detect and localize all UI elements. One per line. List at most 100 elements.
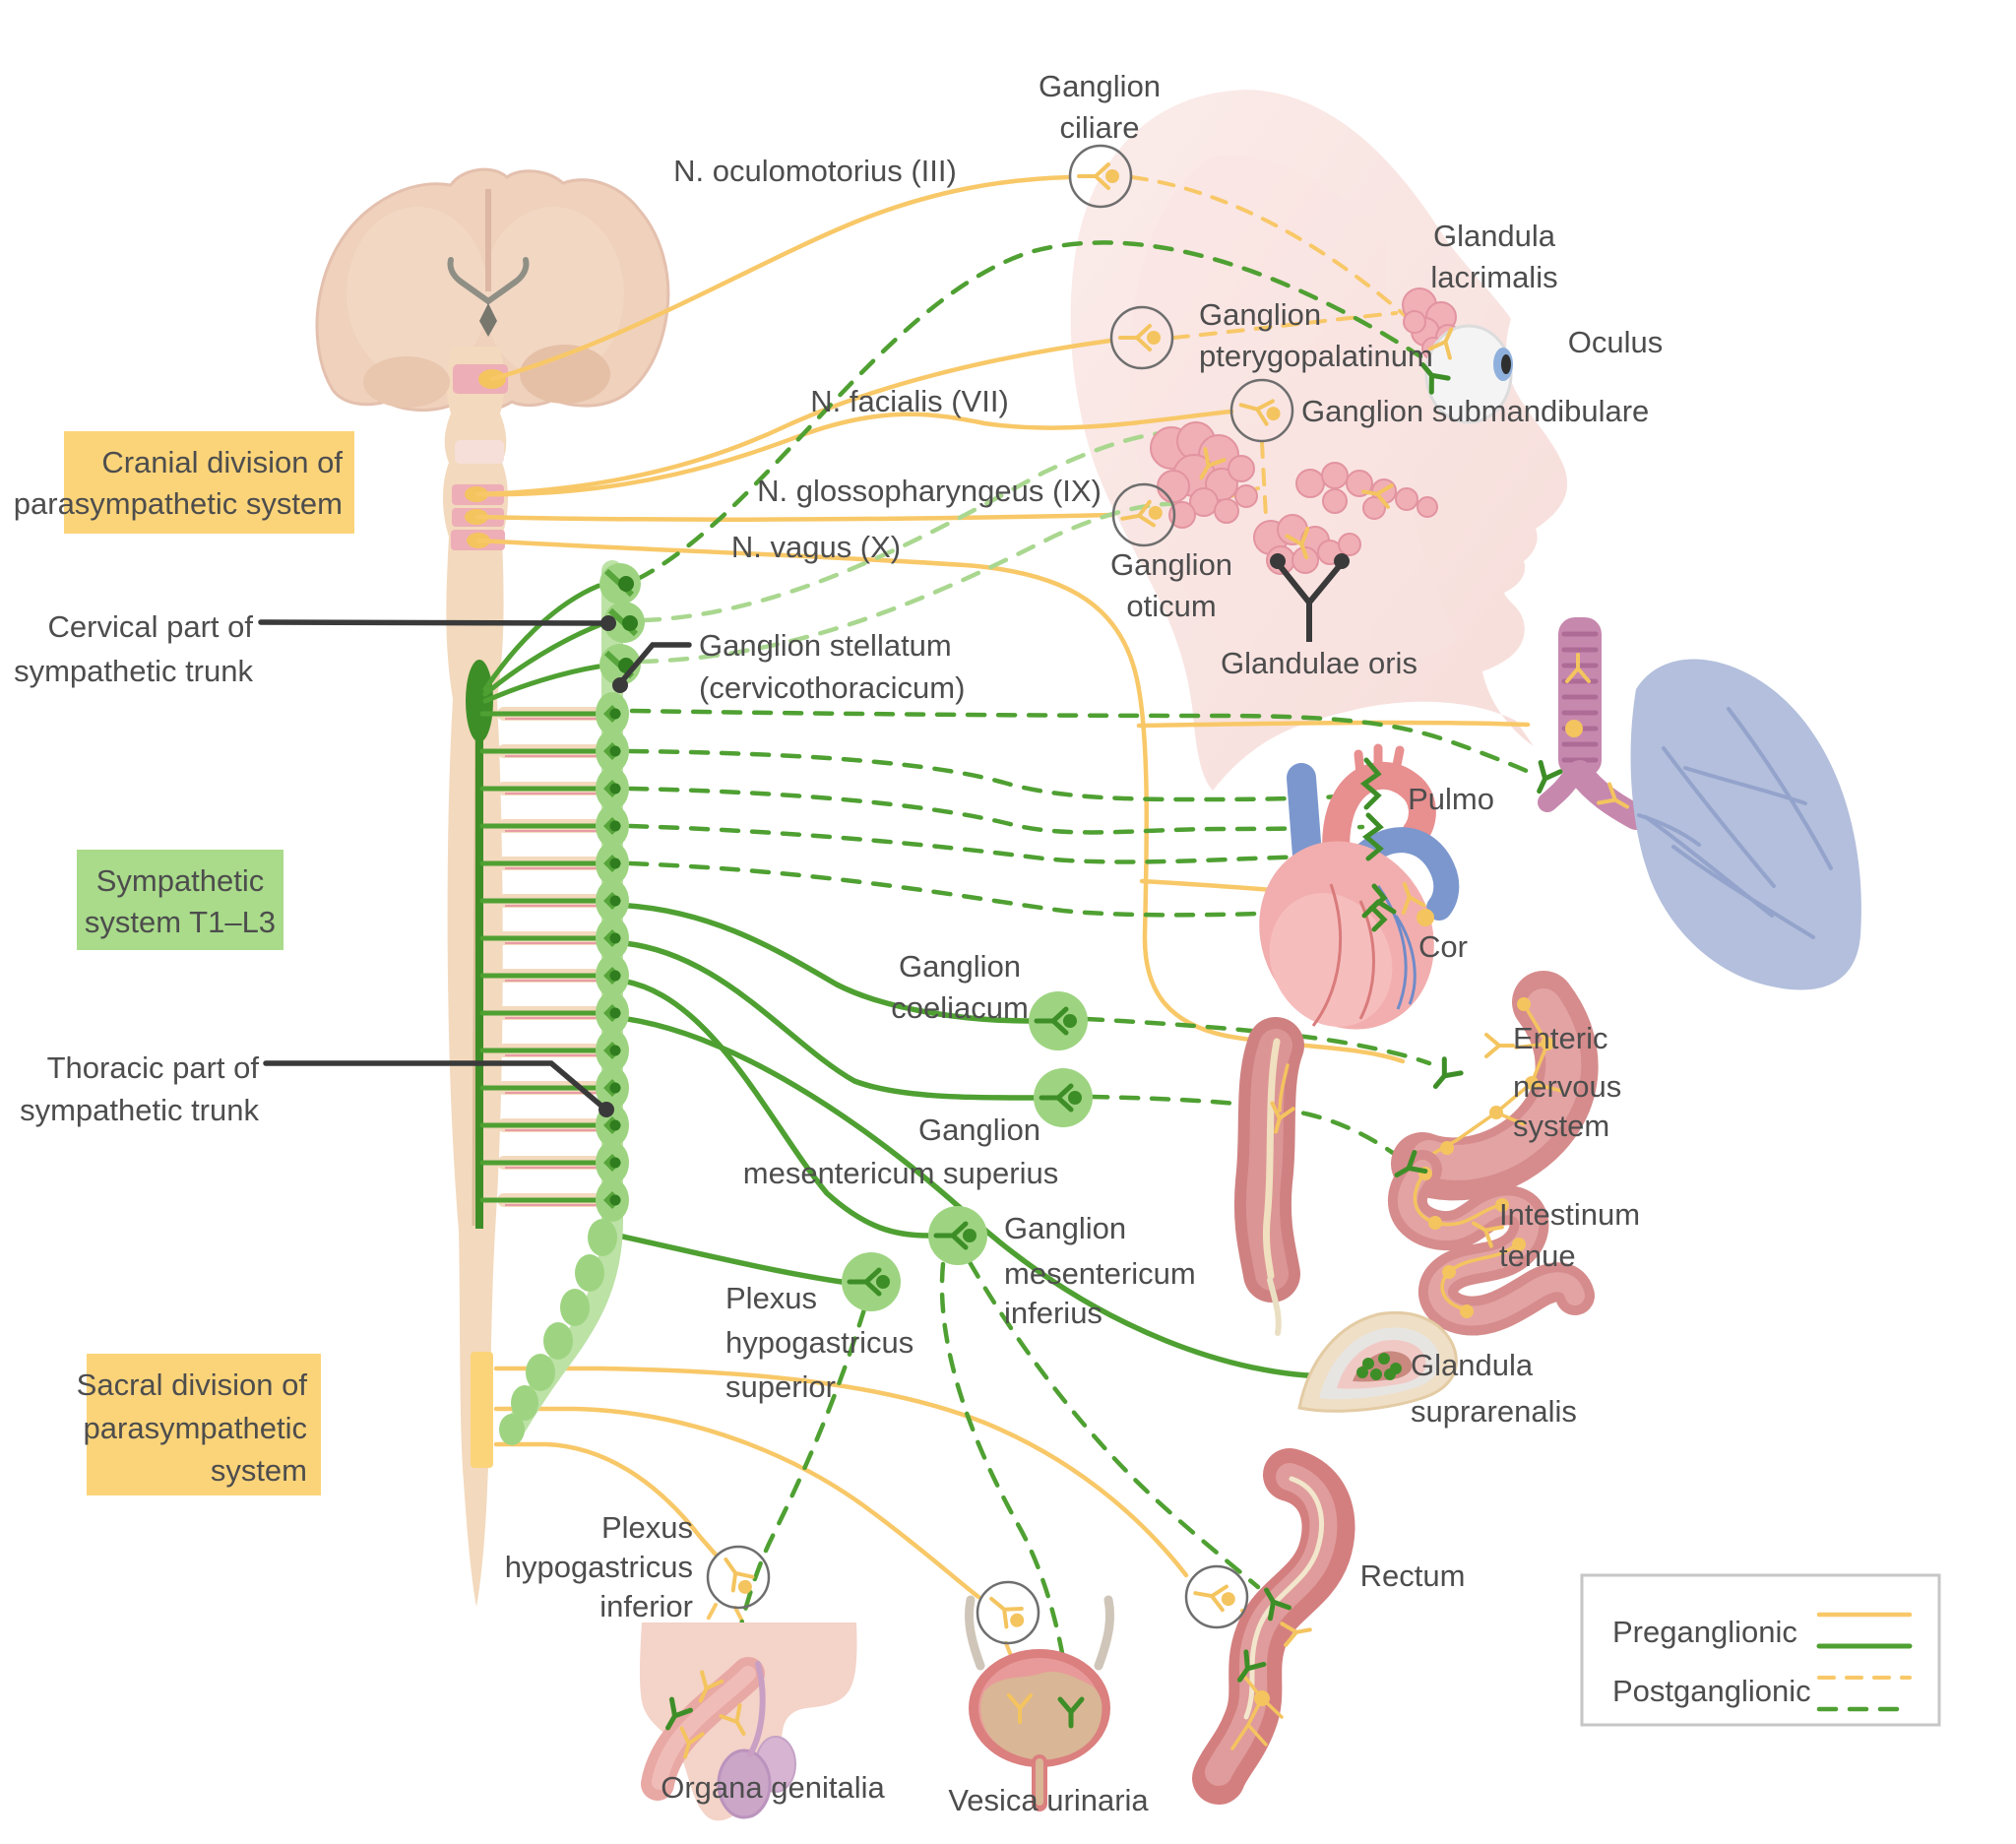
ganglion-coeliacum-node [1029,991,1088,1050]
glandulae-oris-pointer [1270,553,1350,642]
n-facialis-fiber-pterygopalatinum [474,338,1113,497]
label-ganglion-oticum-1: Ganglion [1110,547,1232,582]
pupil [1501,354,1511,374]
ganglion-submandibulare-node [1229,378,1294,443]
n-vagus-fiber [475,538,1406,1064]
label-cor: Cor [1418,929,1468,964]
chain-ganglion-marks [603,705,621,1209]
label-ganglion-ciliare-1: Ganglion [1039,69,1161,103]
cranial-division-box: Cranial division of parasympathetic syst… [14,431,354,534]
label-suprarenalis-2: suprarenalis [1411,1394,1577,1429]
rectal-plexus-node [1184,1564,1249,1629]
label-pulmo: Pulmo [1408,782,1494,816]
labels: Ganglion ciliare N. oculomotorius (III) … [14,69,1663,1817]
label-plexus-superior-2: hypogastricus [725,1325,914,1360]
label-cervical-part-1: Cervical part of [48,609,254,644]
label-vesica-urinaria: Vesica urinaria [948,1783,1149,1817]
pelvic-splanchnic-2 [493,1406,981,1600]
label-ganglion-submandibulare: Ganglion submandibulare [1301,394,1649,428]
legend: Preganglionic Postganglionic [1580,1573,1941,1727]
sacral-nucleus [471,1352,493,1468]
label-mes-inferius-2: mesentericum [1004,1256,1196,1291]
oculus-organ [1415,322,1513,424]
ganglion-ciliare-node [1068,144,1133,209]
plexus-hypogastricus-inferior-node [706,1545,771,1610]
label-mes-superius-1: Ganglion [918,1113,1040,1147]
cardiac-plexus-dot [1417,909,1434,926]
label-enteric-3: system [1513,1109,1609,1143]
stomach-organ [1391,971,1599,1201]
brain-ventricles [447,257,530,305]
glandula-suprarenalis-organ [1297,1310,1458,1413]
splanchnic-to-mes-inferius [609,977,931,1239]
label-oculus: Oculus [1568,325,1663,359]
label-ganglion-stellatum-2: (cervicothoracicum) [699,670,965,705]
ganglion-pterygopalatinum-node [1109,305,1174,370]
n-glossopharyngeus-fiber [474,512,1116,522]
plexus-hypogastricus-superior-node [842,1252,901,1311]
legend-postganglionic-label: Postganglionic [1612,1674,1811,1708]
sacral-box-line2: parasympathetic [84,1411,307,1445]
label-glandula-lacrimalis-2: lacrimalis [1430,260,1557,294]
label-n-glossopharyngeus: N. glossopharyngeus (IX) [757,474,1102,508]
label-ganglion-pterygopalatinum-1: Ganglion [1199,297,1321,332]
label-mes-inferius-1: Ganglion [1004,1211,1126,1245]
intestine-yellow-net [1413,1167,1526,1318]
pulmo-organ [1630,659,1861,990]
label-thoracic-part-1: Thoracic part of [47,1050,260,1085]
small-intestine-organ [1388,1152,1595,1336]
pulmonary-plexus-dot [1565,720,1583,737]
label-plexus-inferior-3: inferior [599,1589,693,1623]
label-mes-inferius-3: inferius [1004,1296,1102,1330]
label-ganglion-ciliare-2: ciliare [1060,110,1140,145]
label-enteric-2: nervous [1513,1069,1621,1104]
cranial-box-line2: parasympathetic system [14,486,343,521]
cor-organ [1259,743,1460,1030]
label-organa-genitalia: Organa genitalia [661,1770,885,1805]
splanchnic-to-adrenal [609,1014,1334,1379]
vagus-pulmonary-branch [1136,720,1531,729]
sympathetic-box-line2: system T1–L3 [85,905,276,939]
parasympathetic-preganglionic-fibers [474,174,1531,1600]
sympathetic-system-box: Sympathetic system T1–L3 [77,850,284,950]
legend-box [1580,1573,1941,1727]
organa-genitalia-organ [640,1622,857,1821]
label-glandulae-oris: Glandulae oris [1221,646,1418,680]
label-enteric-1: Enteric [1513,1021,1607,1055]
label-glandula-lacrimalis-1: Glandula [1433,219,1556,253]
stomach-green-ending [1427,1059,1461,1094]
label-plexus-superior-3: superior [725,1369,836,1404]
heart-green-endings [1359,757,1397,932]
rectum-yellow-net [1230,1617,1314,1750]
label-ganglion-stellatum-1: Ganglion stellatum [699,628,952,663]
label-ganglion-pterygopalatinum-2: pterygopalatinum [1199,339,1433,373]
label-n-vagus: N. vagus (X) [731,530,901,564]
pulmonary-artery [1346,827,1460,921]
legend-preganglionic-label: Preganglionic [1612,1615,1797,1649]
label-ganglion-coeliacum-1: Ganglion [899,949,1021,984]
spinal-nerve-roots [497,707,607,1207]
label-thoracic-part-2: sympathetic trunk [20,1093,259,1127]
vesical-plexus-node [976,1580,1040,1645]
label-intestinum-2: tenue [1499,1239,1576,1273]
label-rectum: Rectum [1360,1558,1466,1593]
label-n-oculomotorius: N. oculomotorius (III) [673,154,957,188]
lateral-horn [466,660,493,742]
label-intestinum-1: Intestinum [1499,1197,1640,1232]
aorta [1322,761,1436,875]
ganglion-mesentericum-superius-node [1034,1068,1093,1127]
leader-lines [258,615,692,1117]
brainstem-nuclei-bands [451,364,508,550]
label-mes-superius-2: mesentericum superius [743,1156,1058,1190]
enteric-yellow-net [1425,997,1563,1159]
label-plexus-inferior-1: Plexus [601,1510,693,1545]
label-plexus-inferior-2: hypogastricus [505,1550,693,1584]
splanchnic-to-mes-superius [609,939,1037,1101]
n-oculomotorius-fiber [489,174,1072,382]
label-ganglion-oticum-2: oticum [1126,589,1216,623]
trachea-organ [1530,617,1649,830]
sympathetic-chain [499,560,645,1445]
sympathetic-box-line1: Sympathetic [96,863,265,898]
